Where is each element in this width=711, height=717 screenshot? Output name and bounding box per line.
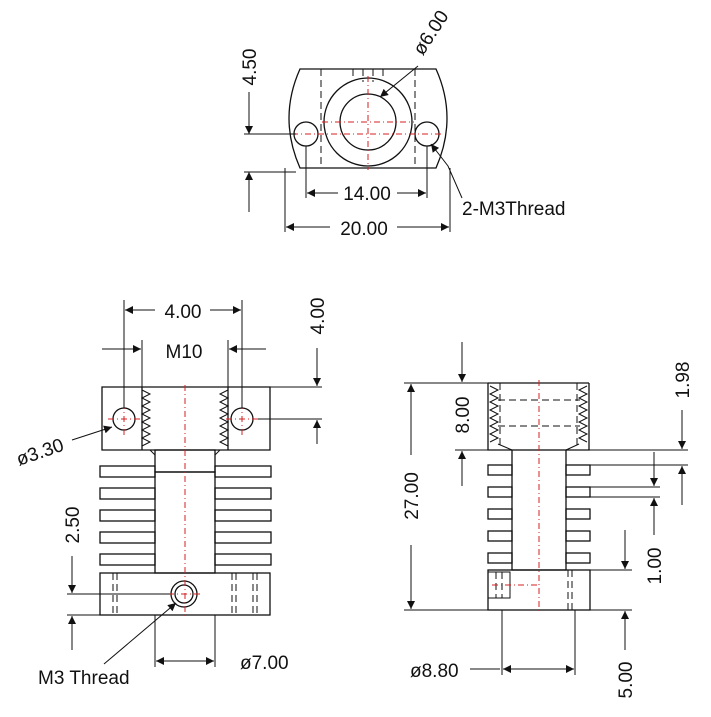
front-view: 4.00 M10 4.00 ø3.30 2.50 M3 Thread ø7.00 xyxy=(14,298,329,689)
top-view-outline xyxy=(288,68,448,169)
dim-height-label: 4.50 xyxy=(240,49,261,86)
dim-hole-spacing-label: 14.00 xyxy=(343,184,391,205)
side-thread-right xyxy=(577,385,589,443)
dim-base-height-label: 5.00 xyxy=(616,662,637,699)
thread-size-label: M10 xyxy=(166,342,203,363)
dim-base-offset-label: 2.50 xyxy=(63,507,84,544)
dim-top-block-label: 8.00 xyxy=(453,397,474,434)
thread-note: 2-M3Thread xyxy=(462,199,566,220)
dim-fin-spacing-label: 4.00 xyxy=(165,302,202,323)
dim-fin-thickness-label: 1.00 xyxy=(645,548,666,585)
top-view: 4.50 ø6.00 14.00 20.00 2-M3Thread xyxy=(240,7,566,240)
fins-left xyxy=(99,465,156,566)
fins-right xyxy=(214,465,272,566)
dim-core-dia-label: ø8.80 xyxy=(410,661,459,682)
side-view: 8.00 27.00 1.98 1.00 5.00 ø8.80 xyxy=(402,342,694,698)
front-top-block xyxy=(101,386,271,451)
side-fins-right xyxy=(565,464,591,564)
side-thread-left xyxy=(488,385,500,443)
dim-width-label: 20.00 xyxy=(340,219,388,240)
dim-hole-dia-label: ø3.30 xyxy=(14,435,67,471)
thread-right xyxy=(218,389,230,447)
dim-throat-dia-label: ø7.00 xyxy=(240,653,289,674)
dim-fin-pitch-label: 1.98 xyxy=(673,362,694,399)
side-fins-left xyxy=(487,464,513,564)
thread-left xyxy=(140,389,152,447)
dim-total-height-label: 27.00 xyxy=(402,472,423,520)
dim-bore-label: ø6.00 xyxy=(409,7,453,59)
dim-top-height-label: 4.00 xyxy=(308,298,329,335)
base-thread-note: M3 Thread xyxy=(38,668,130,689)
base-thread-hole-inner xyxy=(174,584,194,604)
